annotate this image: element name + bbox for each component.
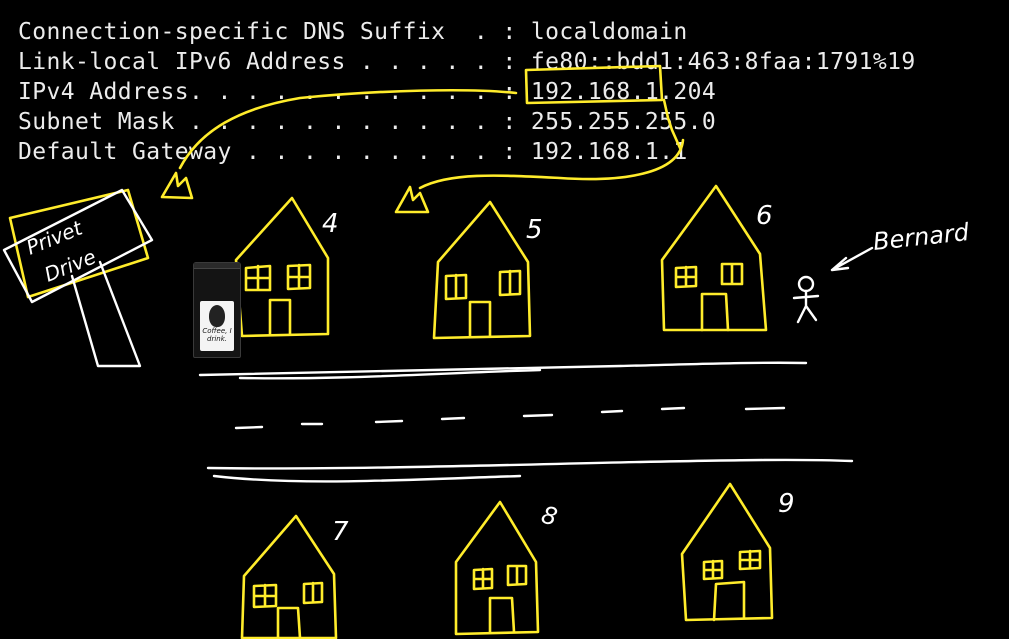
house-9 [680,482,774,622]
house-number-9: 9 [778,489,795,519]
dns-suffix-line: Connection-specific DNS Suffix . : local… [18,17,688,47]
ipv4-highlight-box [178,64,664,170]
person-stick-figure [792,275,820,324]
house-6 [660,184,768,332]
ipv6-value: fe80::bdd1:463:8faa:1791%19 [530,49,916,75]
road [198,361,854,483]
house-8 [454,500,540,636]
coffee-bag-face-icon [209,305,225,327]
subnet-line: Subnet Mask . . . . . . . . . . . : 255.… [18,107,716,137]
house-number-6: 6 [756,201,773,231]
gateway-value: 192.168.1.1 [530,139,688,165]
house-5 [432,200,532,340]
terminal-output: Connection-specific DNS Suffix . : local… [0,0,1009,180]
subnet-value: 255.255.255.0 [530,109,717,135]
house-number-8: 8 [539,501,561,532]
lightning-marker-right [394,185,430,214]
dns-suffix-value: localdomain [530,19,688,45]
lightning-marker-left [160,171,194,200]
house-number-7: 7 [332,517,349,547]
gateway-label: Default Gateway . . . . . . . . . : [18,139,531,165]
ipv6-line: Link-local IPv6 Address . . . . . : fe80… [18,47,916,77]
street-sign: Privet Drive [2,188,154,368]
coffee-bag-text: Coffee, I drink. [202,327,232,343]
person-label: Bernard [872,218,971,256]
dns-suffix-label: Connection-specific DNS Suffix . : [18,19,531,45]
coffee-bag-seal [194,263,240,269]
coffee-bag-image: Coffee, I drink. [193,262,241,358]
ipv6-label: Link-local IPv6 Address . . . . . : [18,49,531,75]
network-bracket-line [418,138,685,190]
house-number-4: 4 [322,209,339,239]
person-pointer-arrow [830,246,874,272]
subnet-divider-stroke [662,98,682,150]
house-7 [240,514,338,639]
coffee-bag-label: Coffee, I drink. [200,301,234,351]
house-4 [234,196,330,338]
house-number-5: 5 [526,215,543,245]
gateway-line: Default Gateway . . . . . . . . . : 192.… [18,137,688,167]
